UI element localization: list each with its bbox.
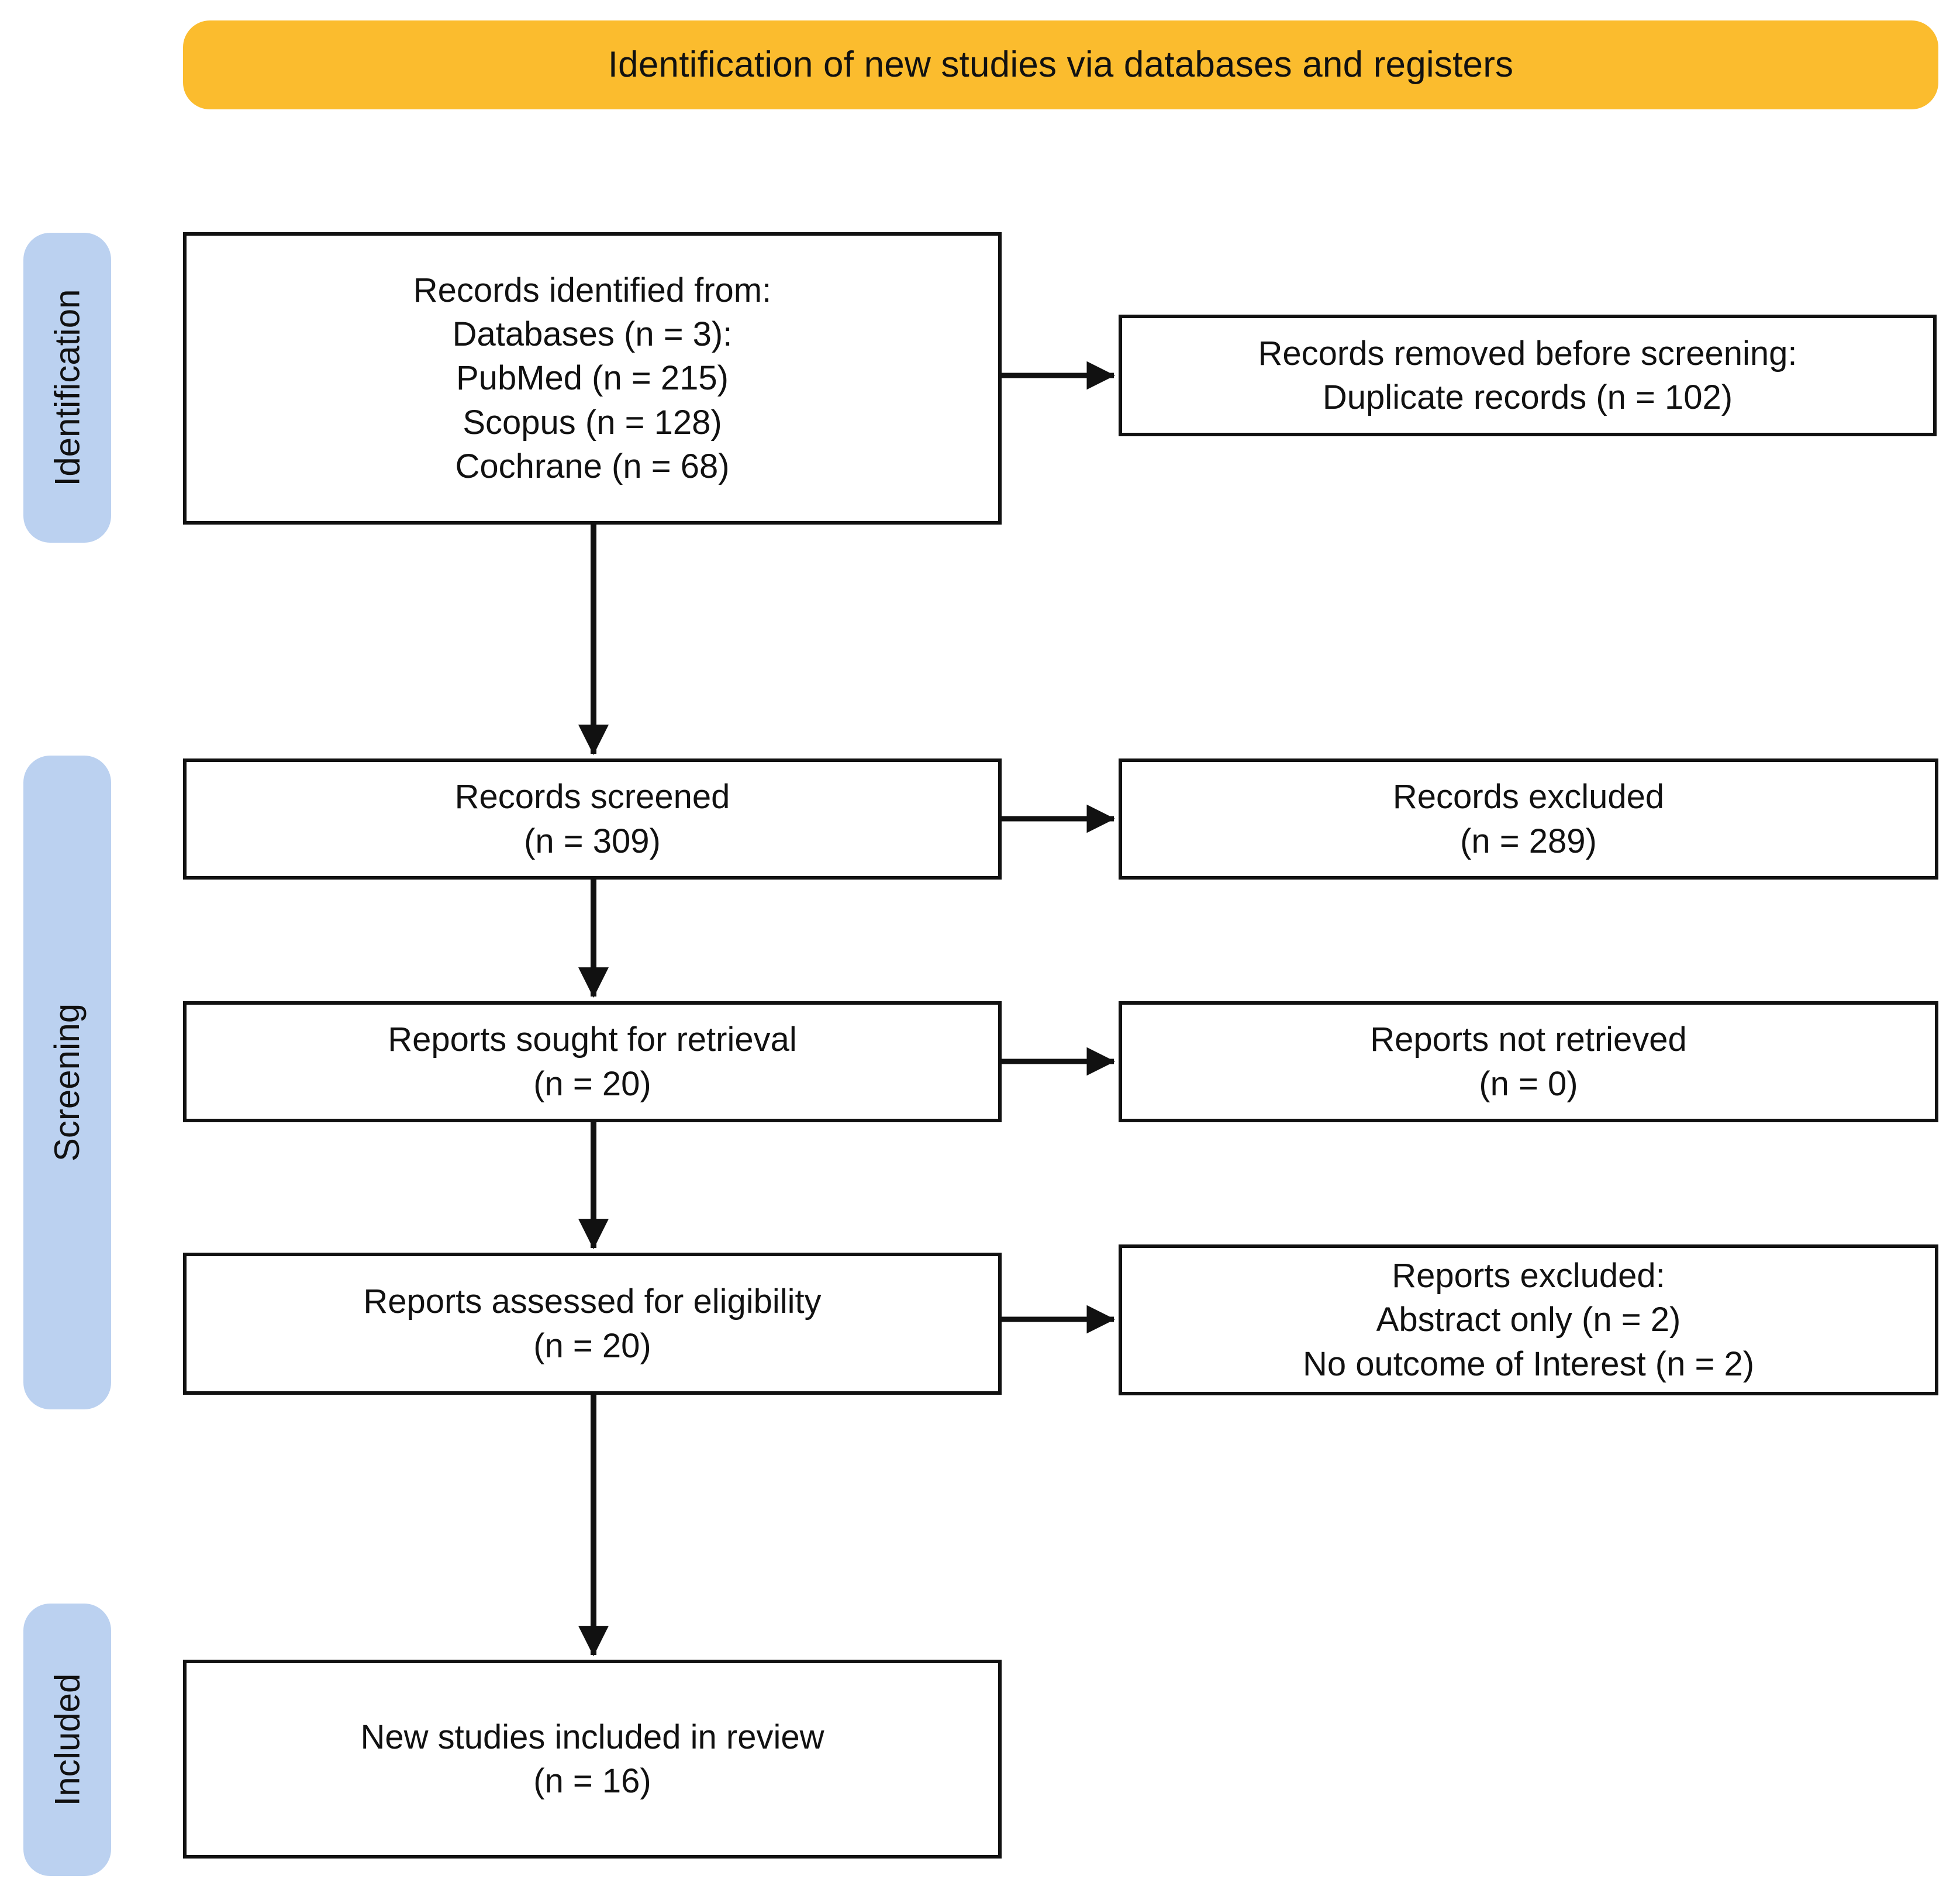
- node-reports-sought-for-retrieval-text: Reports sought for retrieval (n = 20): [388, 1020, 797, 1103]
- diagram-banner: Identification of new studies via databa…: [183, 20, 1938, 109]
- node-records-removed-before-screening-text: Records removed before screening: Duplic…: [1258, 334, 1797, 416]
- node-records-identified-text: Records identified from: Databases (n = …: [413, 271, 772, 486]
- node-reports-excluded-text: Reports excluded: Abstract only (n = 2) …: [1302, 1256, 1755, 1383]
- node-new-studies-included: New studies included in review (n = 16): [183, 1660, 1002, 1859]
- node-reports-sought-for-retrieval: Reports sought for retrieval (n = 20): [183, 1001, 1002, 1122]
- node-reports-assessed-for-eligibility: Reports assessed for eligibility (n = 20…: [183, 1253, 1002, 1395]
- stage-rail-included-label: Included: [47, 1673, 87, 1806]
- node-reports-not-retrieved-text: Reports not retrieved (n = 0): [1370, 1020, 1687, 1103]
- node-reports-excluded: Reports excluded: Abstract only (n = 2) …: [1119, 1244, 1938, 1395]
- node-records-screened-text: Records screened (n = 309): [454, 778, 730, 860]
- node-new-studies-included-text: New studies included in review (n = 16): [360, 1718, 824, 1800]
- node-reports-assessed-for-eligibility-text: Reports assessed for eligibility (n = 20…: [363, 1282, 822, 1365]
- node-records-identified: Records identified from: Databases (n = …: [183, 232, 1002, 525]
- banner-title: Identification of new studies via databa…: [608, 44, 1514, 85]
- stage-rail-screening-label: Screening: [47, 1003, 87, 1162]
- node-records-screened: Records screened (n = 309): [183, 758, 1002, 880]
- stage-rail-identification: Identification: [23, 233, 111, 543]
- node-records-excluded-text: Records excluded (n = 289): [1392, 778, 1665, 860]
- stage-rail-identification-label: Identification: [47, 289, 87, 487]
- node-records-excluded: Records excluded (n = 289): [1119, 758, 1938, 880]
- node-reports-not-retrieved: Reports not retrieved (n = 0): [1119, 1001, 1938, 1122]
- stage-rail-included: Included: [23, 1604, 111, 1876]
- node-records-removed-before-screening: Records removed before screening: Duplic…: [1119, 315, 1937, 436]
- stage-rail-screening: Screening: [23, 756, 111, 1409]
